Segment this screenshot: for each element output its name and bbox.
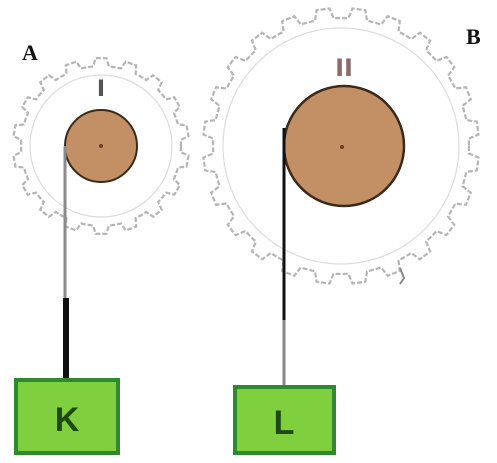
pulley-1-label: I <box>97 77 105 102</box>
block-l-body <box>233 385 336 455</box>
block-k: K <box>14 378 120 455</box>
pulley-2-label: II <box>335 54 353 82</box>
pulley-2-axle <box>340 145 344 149</box>
pulley-1 <box>64 109 138 183</box>
block-k-body <box>14 378 120 455</box>
gear-b <box>202 7 480 285</box>
gear-b-label: B <box>466 24 481 49</box>
gear-a <box>12 57 190 235</box>
gear-b-inner-ring <box>222 27 460 265</box>
block-l-label: L <box>274 404 295 442</box>
gear-a-outline <box>12 57 190 235</box>
pulley-2 <box>282 84 406 208</box>
block-l: L <box>233 385 336 455</box>
rope-k <box>63 146 69 380</box>
gear-a-label: A <box>22 40 38 65</box>
gear-a-inner-ring <box>29 74 173 218</box>
pulley-1-axle <box>99 144 103 148</box>
gear-b-notch <box>399 267 406 285</box>
block-k-label: K <box>55 401 80 439</box>
pulley-2-wheel <box>282 84 406 208</box>
